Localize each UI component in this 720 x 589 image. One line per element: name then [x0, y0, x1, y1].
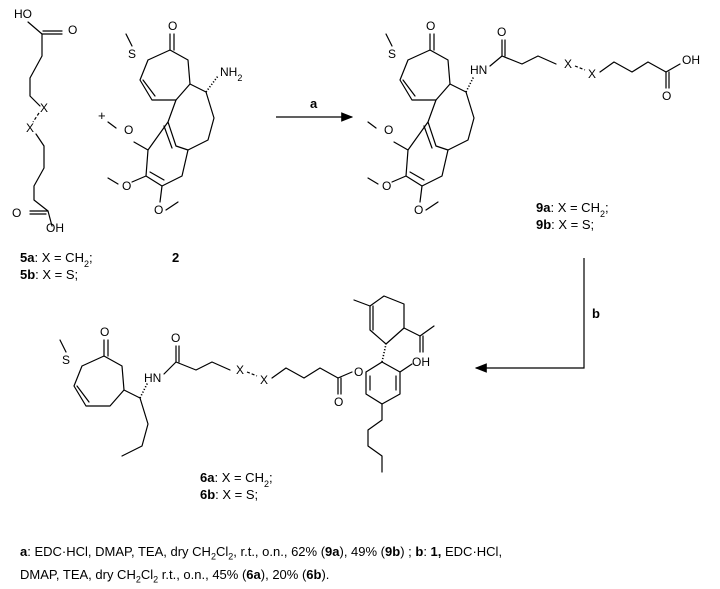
atom-O-c9-ome2: O: [382, 179, 391, 193]
atom-O-c9-acid: O: [662, 89, 671, 103]
arrow-b: [474, 258, 585, 373]
atom-O-c9: O: [426, 19, 435, 33]
label-9a: 9a: X = CH2;: [536, 200, 609, 219]
atom-O-top: O: [68, 23, 77, 37]
label-5a: 5a: X = CH2;: [20, 250, 93, 269]
reaction-conditions: a: EDC·HCl, DMAP, TEA, dry CH2Cl2, r.t.,…: [20, 543, 502, 588]
compound-5-structure: HO O X X O OH: [12, 7, 77, 235]
atom-O-bottom: O: [12, 206, 21, 220]
atom-O-c6-ester-carbonyl: O: [334, 395, 343, 409]
atom-O-c2-ome2: O: [122, 179, 131, 193]
atom-O-c6-ester: O: [354, 365, 363, 379]
atom-S-c2: S: [128, 47, 136, 61]
atom-OH-c6: OH: [412, 355, 430, 369]
atom-OH-c9: OH: [682, 53, 700, 67]
compound-6-structure: S O HN O X X O O OH: [59, 295, 435, 473]
atom-X-upper: X: [40, 101, 48, 115]
atom-OH-bottom: OH: [46, 221, 64, 235]
atom-X1-c6: X: [236, 363, 244, 377]
atom-HN-c9: HN: [470, 63, 487, 77]
atom-O-c2: O: [168, 19, 177, 33]
label-9b: 9b: X = S;: [536, 217, 594, 232]
atom-O-c6: O: [100, 325, 109, 339]
conditions-line-1: a: EDC·HCl, DMAP, TEA, dry CH2Cl2, r.t.,…: [20, 544, 503, 562]
conditions-line-2: DMAP, TEA, dry CH2Cl2 r.t., o.n., 45% (6…: [20, 566, 330, 585]
atom-X2-c9: X: [588, 67, 596, 81]
atom-X2-c6: X: [260, 373, 268, 387]
label-2: 2: [172, 250, 179, 265]
label-6b: 6b: X = S;: [200, 487, 258, 502]
arrow-a-label: a: [310, 96, 318, 111]
atom-X-lower: X: [26, 121, 34, 135]
atom-S-c6: S: [62, 353, 70, 367]
arrow-b-label: b: [592, 306, 600, 321]
atom-O-c9-ome1: O: [384, 123, 393, 137]
label-5b: 5b: X = S;: [20, 267, 78, 282]
atom-O-c9-amide: O: [497, 25, 506, 39]
atom-X1-c9: X: [564, 57, 572, 71]
atom-O-c2-ome1: O: [124, 123, 133, 137]
atom-NH2-c2: NH2: [220, 65, 242, 83]
plus-sign: +: [98, 108, 106, 123]
atom-S-c9: S: [388, 47, 396, 61]
atom-HN-c6: HN: [144, 371, 161, 385]
atom-HO-top: HO: [14, 7, 32, 21]
compound-2-structure: S O NH2 O O O: [107, 19, 242, 217]
atom-O-c9-ome3: O: [414, 203, 423, 217]
compound-9-structure: S O HN O X X O OH O O O: [367, 19, 700, 217]
atom-O-c2-ome3: O: [154, 203, 163, 217]
atom-O-c6-amide: O: [171, 331, 180, 345]
label-6a: 6a: X = CH2;: [200, 470, 273, 489]
